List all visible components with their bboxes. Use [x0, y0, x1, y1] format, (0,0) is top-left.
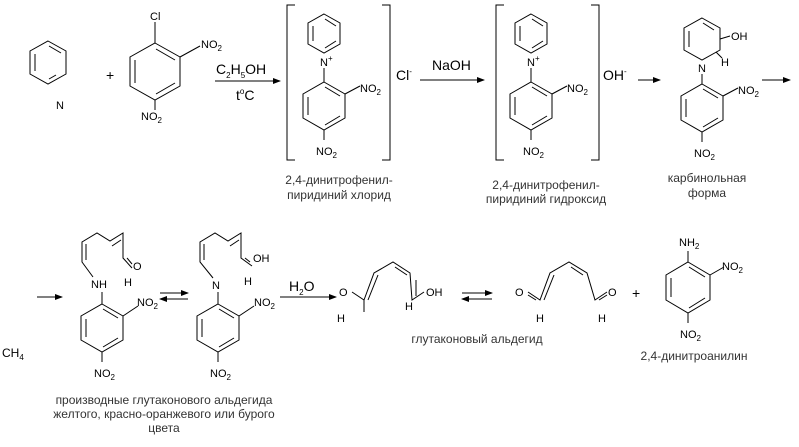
svg-text:NO2: NO2 — [722, 261, 744, 275]
glutaconic-aldehyde-dialdehyde: O H O H — [515, 261, 617, 325]
pyridinium-hydroxide-structure: N+ NO2 NO2 OH- — [495, 4, 627, 161]
caption-derivatives: цвета — [148, 421, 180, 435]
caption-pyridinium-hydroxide: 2,4-динитрофенил- — [492, 178, 599, 192]
svg-text:N+: N+ — [527, 54, 540, 69]
pyridinium-chloride-structure: N+ NO2 NO2 Cl- — [286, 4, 412, 161]
svg-text:CH4: CH4 — [2, 346, 24, 362]
svg-text:NH2: NH2 — [679, 237, 700, 251]
svg-text:toC: toC — [236, 87, 254, 103]
svg-text:OH: OH — [731, 31, 748, 43]
plus-sign-1: + — [106, 67, 114, 83]
svg-text:OH-: OH- — [603, 67, 627, 83]
naoh-label: NaOH — [432, 57, 471, 73]
svg-text:O: O — [133, 261, 142, 273]
svg-text:H: H — [124, 277, 132, 289]
caption-derivatives: желтого, красно-оранжевого или бурого — [53, 407, 275, 421]
nitro-label: NO — [141, 111, 158, 123]
svg-text:NO2: NO2 — [254, 297, 276, 311]
ch4-label: CH — [2, 346, 19, 360]
chloride-ion: Cl — [396, 67, 409, 83]
svg-text:Cl-: Cl- — [396, 67, 412, 83]
svg-text:O: O — [339, 287, 348, 299]
glutaconic-aldehyde-enol: O H OH H — [337, 261, 443, 325]
hydrolysis-arrow: H2O — [280, 278, 337, 300]
svg-text:NO2: NO2 — [316, 146, 338, 160]
caption-glutaconic-aldehyde: глутаконовый альдегид — [411, 332, 542, 346]
pyridine-structure: N — [29, 40, 67, 112]
glutaconic-derivative-aldehyde: O H NH NO2 NO2 — [80, 232, 159, 382]
svg-text:OH: OH — [253, 253, 270, 265]
dinitrochlorobenzene-structure: Cl NO2 NO2 — [129, 11, 223, 125]
svg-text:NO2: NO2 — [94, 368, 116, 382]
svg-text:H: H — [536, 313, 544, 325]
svg-text:H: H — [405, 301, 413, 313]
equilibrium-arrows-2 — [461, 290, 493, 302]
svg-text:H: H — [598, 313, 606, 325]
carbinol-form-structure: OH H N NO2 NO2 — [680, 17, 760, 162]
pyridine-n-label: N — [56, 100, 64, 112]
temperature-label: t — [236, 87, 240, 103]
equilibrium-arrows-1 — [159, 290, 189, 302]
svg-text:NO2: NO2 — [694, 148, 716, 162]
svg-text:O: O — [515, 287, 524, 299]
hydroxide-ion: OH — [603, 67, 624, 83]
svg-text:NO2: NO2 — [137, 297, 159, 311]
svg-text:OH: OH — [426, 287, 443, 299]
svg-text:N: N — [212, 280, 220, 292]
dinitroaniline-structure: NH2 NO2 NO2 — [665, 237, 744, 343]
caption-carbinol: форма — [688, 186, 726, 200]
svg-text:NO2: NO2 — [141, 111, 163, 125]
caption-pyridinium-chloride: пиридиний хлорид — [287, 188, 391, 202]
plus-sign-2: + — [632, 285, 640, 301]
svg-text:N+: N+ — [320, 54, 333, 69]
nitro-label: NO — [201, 39, 218, 51]
amino-label: NH — [679, 237, 695, 249]
water-label: H — [289, 278, 299, 294]
nitro-subscript: 2 — [218, 44, 223, 53]
caption-derivatives: производные глутаконового альдегида — [56, 393, 273, 407]
svg-text:N: N — [698, 63, 706, 75]
svg-text:NH: NH — [91, 279, 107, 291]
svg-text:O: O — [608, 287, 617, 299]
reaction-arrow-1: C2H5OH toC — [215, 61, 281, 103]
nitro-subscript: 2 — [158, 116, 163, 125]
svg-text:NO2: NO2 — [567, 83, 589, 97]
caption-dinitroaniline: 2,4-динитроанилин — [641, 349, 748, 363]
svg-text:NO2: NO2 — [201, 39, 223, 53]
svg-text:NO2: NO2 — [523, 146, 545, 160]
caption-pyridinium-hydroxide: пиридиний гидроксид — [486, 192, 606, 206]
svg-text:H: H — [721, 57, 729, 69]
svg-text:NO2: NO2 — [680, 329, 702, 343]
chloro-label: Cl — [150, 11, 160, 23]
caption-pyridinium-chloride: 2,4-динитрофенил- — [285, 173, 392, 187]
svg-text:C2H5OH: C2H5OH — [216, 61, 266, 80]
reaction-arrow-2: NaOH — [420, 57, 485, 83]
svg-text:NO2: NO2 — [360, 83, 382, 97]
svg-text:NO2: NO2 — [210, 368, 232, 382]
ethanol-c: C — [216, 61, 226, 77]
glutaconic-derivative-enol: OH H N NO2 NO2 — [196, 232, 276, 382]
svg-text:H2O: H2O — [289, 278, 315, 297]
svg-text:H: H — [244, 276, 252, 288]
svg-text:H: H — [337, 313, 345, 325]
svg-text:NO2: NO2 — [738, 85, 760, 99]
caption-carbinol: карбинольная — [668, 171, 747, 185]
pyridinium-n: N — [320, 57, 328, 69]
